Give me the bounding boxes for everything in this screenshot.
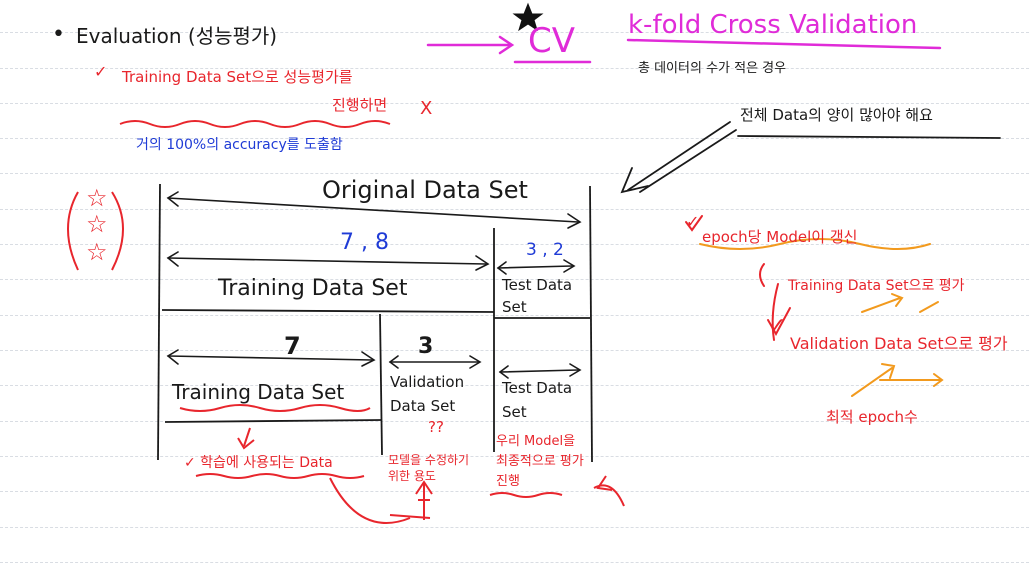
magenta-arrow — [426, 35, 942, 64]
black-arrow — [620, 121, 1001, 194]
red-wavy — [119, 120, 391, 128]
rule-line — [0, 209, 1029, 210]
note-test: 우리 Model을 최종적으로 평가진행 — [496, 434, 584, 489]
best-epoch: 최적 epoch수 — [826, 408, 918, 426]
star-icon: ☆ — [86, 210, 108, 238]
note-train: ✓ 학습에 사용되는 Data — [184, 455, 333, 471]
red-underlines — [179, 404, 625, 524]
note-validation: 모델을 수정하기 위한 용도 — [388, 453, 470, 483]
rule-line — [0, 527, 1029, 528]
split1-training: Training Data Set — [218, 276, 408, 301]
rule-line — [0, 68, 1029, 69]
rule-line — [0, 421, 1029, 422]
cv-label: CV — [528, 21, 575, 61]
val-eval: Validation Data Set으로 평가 — [790, 334, 1008, 353]
x-mark: X — [420, 98, 433, 119]
rule-line — [0, 173, 1029, 174]
note1-line2: 진행하면 — [332, 96, 388, 114]
epoch-line: epoch당 Model이 갱신 — [702, 228, 858, 246]
star-icon: ☆ — [86, 238, 108, 266]
star-icon: ☆ — [86, 184, 108, 212]
bullet: • — [52, 22, 65, 47]
split2-ratio-val: 3 — [418, 334, 434, 359]
rule-line — [0, 350, 1029, 351]
note1-blue: 거의 100%의 accuracy를 도출함 — [136, 137, 343, 153]
red-right-strokes — [685, 215, 791, 341]
page-title: Evaluation (성능평가) — [76, 24, 278, 48]
orange-strokes — [699, 238, 944, 397]
rule-line — [0, 32, 1029, 33]
split1-test: Test Data Set — [502, 276, 573, 316]
train-eval: Training Data Set으로 평가 — [788, 278, 965, 294]
rule-line — [0, 562, 1029, 563]
rule-line — [0, 138, 1029, 139]
enough-data-note: 전체 Data의 양이 많아야 해요 — [740, 106, 933, 124]
rule-line — [0, 456, 1029, 457]
diagram-frame — [157, 183, 593, 463]
double-arrows — [166, 191, 582, 379]
split1-ratio: 7 , 8 — [340, 230, 389, 255]
split2-validation: Validation Data Set — [390, 373, 465, 415]
note1-line1: Training Data Set으로 성능평가를 — [122, 68, 353, 86]
split2-test: Test Data Set — [502, 379, 573, 421]
split2-ratio-train: 7 — [284, 332, 301, 360]
question-marks: ?? — [428, 418, 444, 436]
check-icon: ✓ — [768, 314, 787, 339]
rule-line — [0, 279, 1029, 280]
kfold-label: k-fold Cross Validation — [628, 10, 918, 40]
rule-line — [0, 103, 1029, 104]
split1-test-ratio: 3 , 2 — [526, 240, 564, 260]
check-icon: ✓ — [94, 62, 108, 81]
rule-line — [0, 315, 1029, 316]
rule-line — [0, 244, 1029, 245]
star-mark — [512, 2, 544, 32]
rule-line — [0, 491, 1029, 492]
star-bracket — [67, 191, 124, 271]
rule-line — [0, 385, 1029, 386]
split2-training: Training Data Set — [172, 380, 345, 404]
kfold-sub: 총 데이터의 수가 적은 경우 — [638, 61, 787, 76]
epoch-check-icon: ✓ — [686, 212, 700, 231]
original-data-set: Original Data Set — [322, 176, 528, 204]
